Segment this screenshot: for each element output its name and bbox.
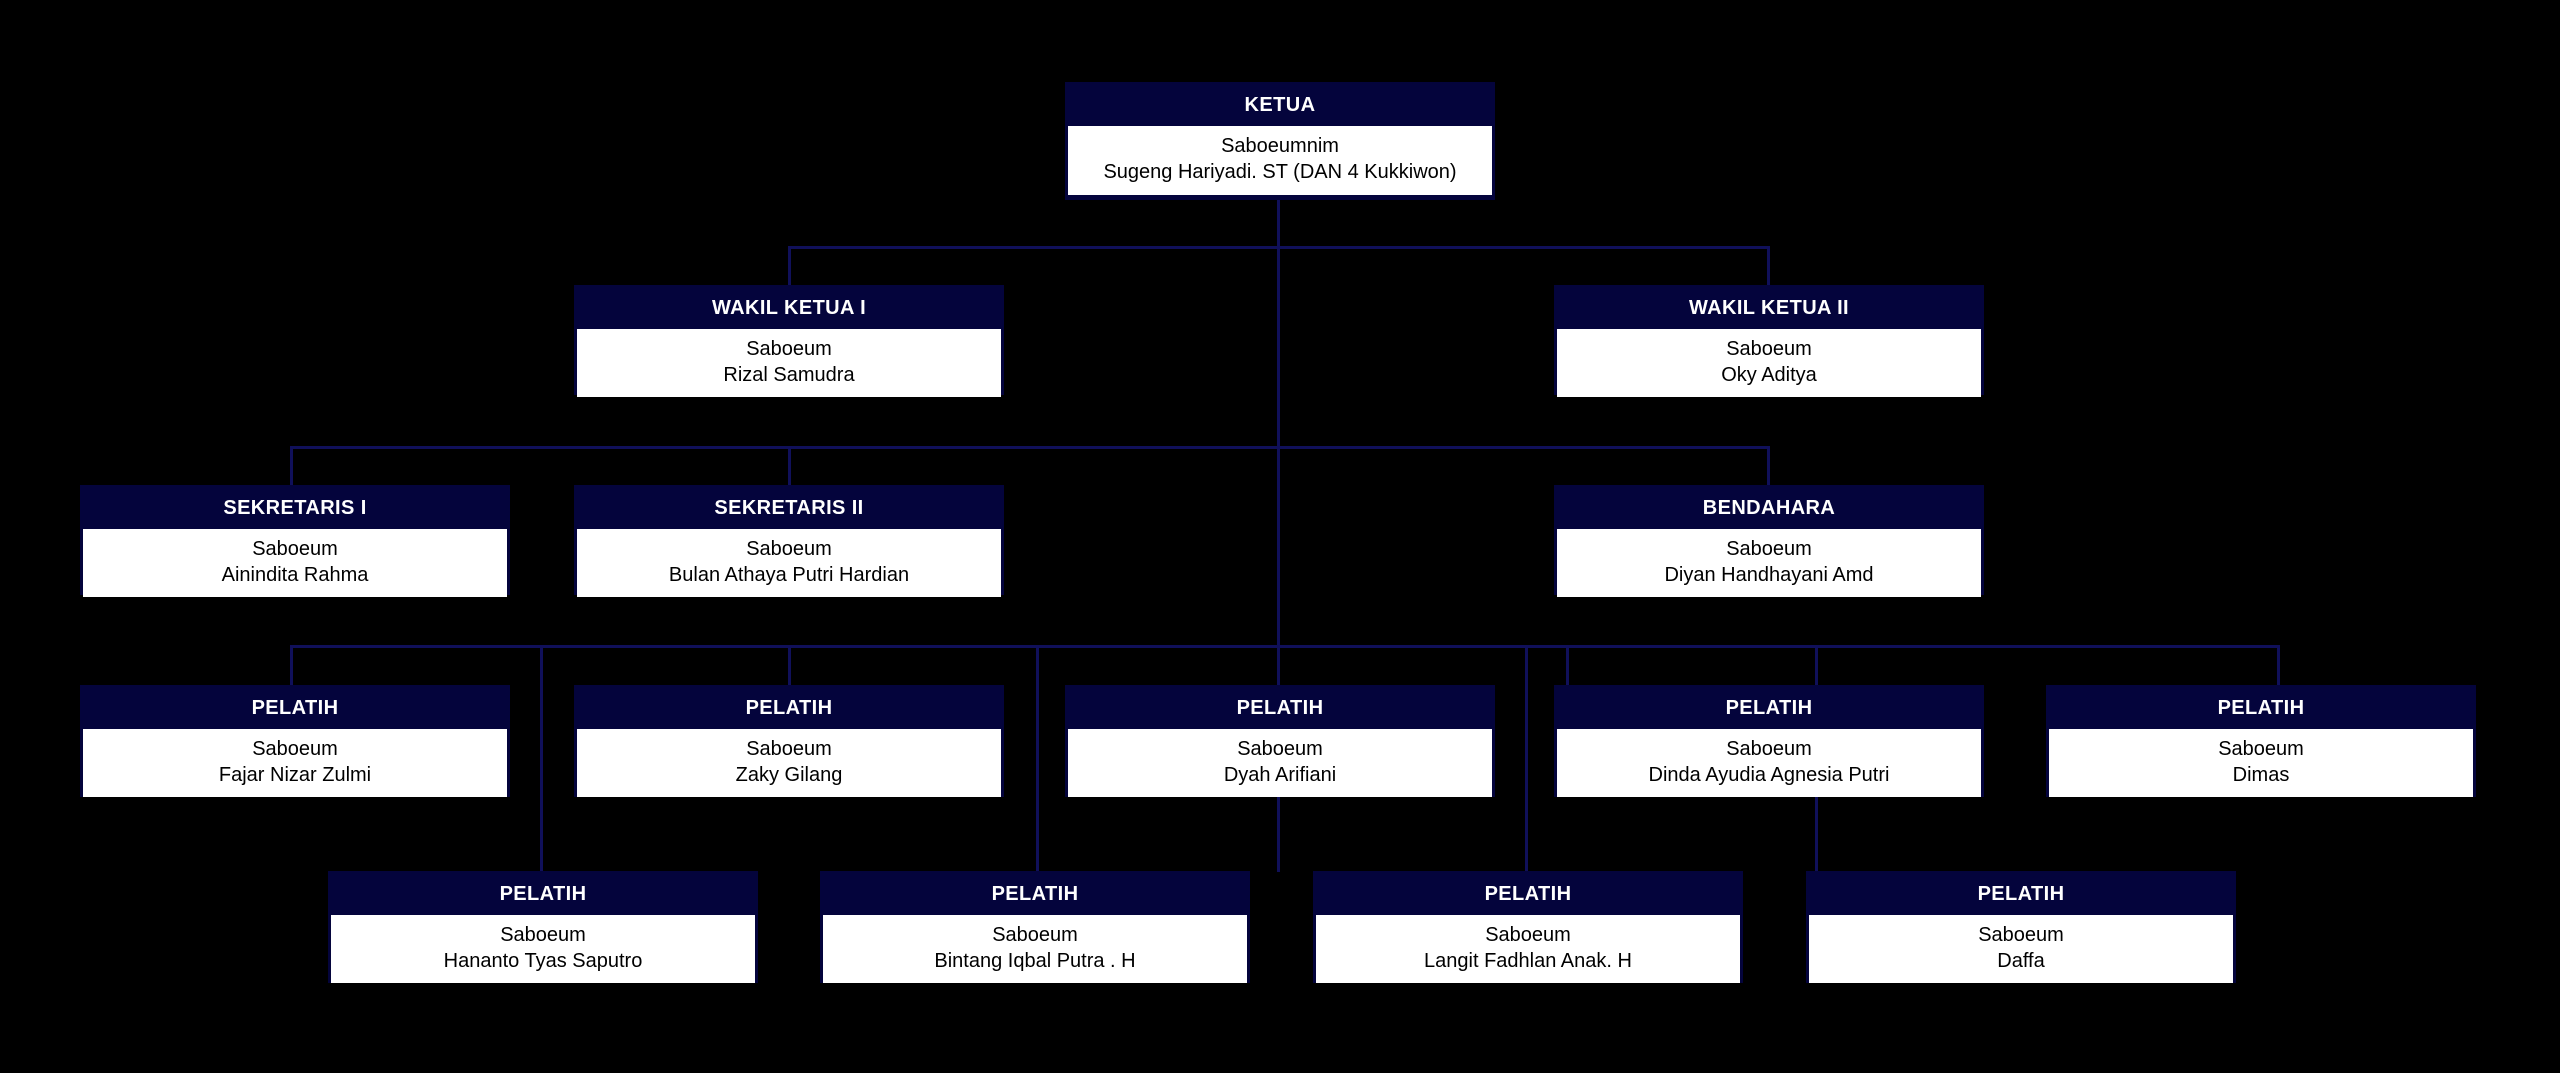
org-node-sekretaris-1[interactable]: SEKRETARIS I Saboeum Ainindita Rahma [80,485,510,598]
org-node-role: Saboeum [746,738,832,760]
org-node-sekretaris-2[interactable]: SEKRETARIS II Saboeum Bulan Athaya Putri… [574,485,1004,598]
org-node-pelatih-6[interactable]: PELATIH Saboeum Hananto Tyas Saputro [328,871,758,984]
org-node-role: Saboeum [1978,924,2064,946]
org-node-wakil-ketua-1[interactable]: WAKIL KETUA I Saboeum Rizal Samudra [574,285,1004,398]
connector-trunk-main [1277,200,1280,872]
org-node-person: Sugeng Hariyadi. ST (DAN 4 Kukkiwon) [1103,161,1457,183]
org-node-title: WAKIL KETUA II [1688,297,1850,319]
org-node-body: Saboeum Hananto Tyas Saputro [331,915,755,984]
connector-drop-sekretaris2 [788,446,791,486]
org-node-role: Saboeum [1726,338,1812,360]
org-node-title: PELATIH [251,697,339,719]
org-node-title: PELATIH [1977,883,2065,905]
connector-drop-pelatih1 [290,645,293,685]
connector-drop-wakil2 [1767,246,1770,286]
org-node-title: BENDAHARA [1702,497,1836,519]
org-node-body: Saboeum Fajar Nizar Zulmi [83,729,507,798]
connector-drop-pelatih6 [540,645,543,872]
org-node-person: Dyah Arifiani [1223,763,1337,786]
org-node-body: Saboeum Dinda Ayudia Agnesia Putri [1557,729,1981,798]
org-node-pelatih-1[interactable]: PELATIH Saboeum Fajar Nizar Zulmi [80,685,510,798]
org-node-bendahara[interactable]: BENDAHARA Saboeum Diyan Handhayani Amd [1554,485,1984,598]
org-node-body: Saboeum Rizal Samudra [577,329,1001,398]
org-node-pelatih-2[interactable]: PELATIH Saboeum Zaky Gilang [574,685,1004,798]
org-node-person: Dimas [2232,763,2290,786]
org-node-person: Fajar Nizar Zulmi [218,763,372,786]
org-node-body: Saboeum Langit Fadhlan Anak. H [1316,915,1740,984]
org-node-pelatih-4[interactable]: PELATIH Saboeum Dinda Ayudia Agnesia Put… [1554,685,1984,798]
connector-drop-sekretaris1 [290,446,293,486]
org-node-title: KETUA [1244,94,1316,116]
org-node-pelatih-7[interactable]: PELATIH Saboeum Bintang Iqbal Putra . H [820,871,1250,984]
org-node-person: Rizal Samudra [723,363,855,386]
org-node-body: Saboeum Diyan Handhayani Amd [1557,529,1981,598]
org-node-body: Saboeum Ainindita Rahma [83,529,507,598]
org-node-person: Dinda Ayudia Agnesia Putri [1648,763,1890,786]
org-node-role: Saboeum [1237,738,1323,760]
org-node-title: PELATIH [745,697,833,719]
connector-drop-pelatih5 [2277,645,2280,685]
org-node-role: Saboeum [746,338,832,360]
org-node-body: Saboeumnim Sugeng Hariyadi. ST (DAN 4 Ku… [1068,126,1492,195]
connector-drop-pelatih4 [1566,645,1569,685]
org-node-role: Saboeum [252,538,338,560]
org-node-title: PELATIH [1484,883,1572,905]
org-node-role: Saboeum [252,738,338,760]
org-node-person: Ainindita Rahma [221,563,369,586]
org-node-title: WAKIL KETUA I [711,297,867,319]
org-node-pelatih-9[interactable]: PELATIH Saboeum Daffa [1806,871,2236,984]
org-node-body: Saboeum Dyah Arifiani [1068,729,1492,798]
org-node-body: Saboeum Bulan Athaya Putri Hardian [577,529,1001,598]
connector-drop-bendahara [1767,446,1770,486]
org-node-person: Bintang Iqbal Putra . H [934,949,1136,972]
connector-bar-level2 [788,246,1770,249]
org-node-person: Hananto Tyas Saputro [443,949,643,972]
org-node-body: Saboeum Dimas [2049,729,2473,798]
org-node-role: Saboeumnim [1221,135,1339,158]
org-node-body: Saboeum Oky Aditya [1557,329,1981,398]
org-node-person: Bulan Athaya Putri Hardian [668,563,910,586]
connector-drop-wakil1 [788,246,791,286]
org-node-person: Langit Fadhlan Anak. H [1424,949,1632,972]
org-node-body: Saboeum Zaky Gilang [577,729,1001,798]
connector-drop-pelatih7 [1036,645,1039,872]
connector-bar-level3 [290,446,1770,449]
org-node-pelatih-8[interactable]: PELATIH Saboeum Langit Fadhlan Anak. H [1313,871,1743,984]
org-node-title: SEKRETARIS I [223,497,367,519]
org-node-pelatih-5[interactable]: PELATIH Saboeum Dimas [2046,685,2476,798]
org-node-title: PELATIH [1725,697,1813,719]
org-node-role: Saboeum [1726,738,1812,760]
org-node-title: PELATIH [991,883,1079,905]
org-node-role: Saboeum [746,538,832,560]
org-node-body: Saboeum Daffa [1809,915,2233,984]
org-node-pelatih-3[interactable]: PELATIH Saboeum Dyah Arifiani [1065,685,1495,798]
org-node-person: Oky Aditya [1721,363,1817,386]
connector-bar-pelatih [290,645,2280,648]
connector-drop-pelatih3 [1277,645,1280,685]
org-node-role: Saboeum [992,924,1078,946]
org-node-person: Zaky Gilang [735,763,843,786]
org-node-title: PELATIH [2217,697,2305,719]
connector-drop-pelatih8 [1525,645,1528,872]
connector-drop-pelatih2 [788,645,791,685]
org-node-title: PELATIH [1236,697,1324,719]
org-node-wakil-ketua-2[interactable]: WAKIL KETUA II Saboeum Oky Aditya [1554,285,1984,398]
org-node-role: Saboeum [2218,738,2304,760]
org-node-person: Diyan Handhayani Amd [1664,563,1874,586]
org-node-title: SEKRETARIS II [714,497,864,519]
org-node-title: PELATIH [499,883,587,905]
org-node-ketua[interactable]: KETUA Saboeumnim Sugeng Hariyadi. ST (DA… [1065,82,1495,200]
org-node-role: Saboeum [1485,924,1571,946]
org-node-role: Saboeum [1726,538,1812,560]
org-node-role: Saboeum [500,924,586,946]
org-node-body: Saboeum Bintang Iqbal Putra . H [823,915,1247,984]
org-node-person: Daffa [1997,949,2045,972]
